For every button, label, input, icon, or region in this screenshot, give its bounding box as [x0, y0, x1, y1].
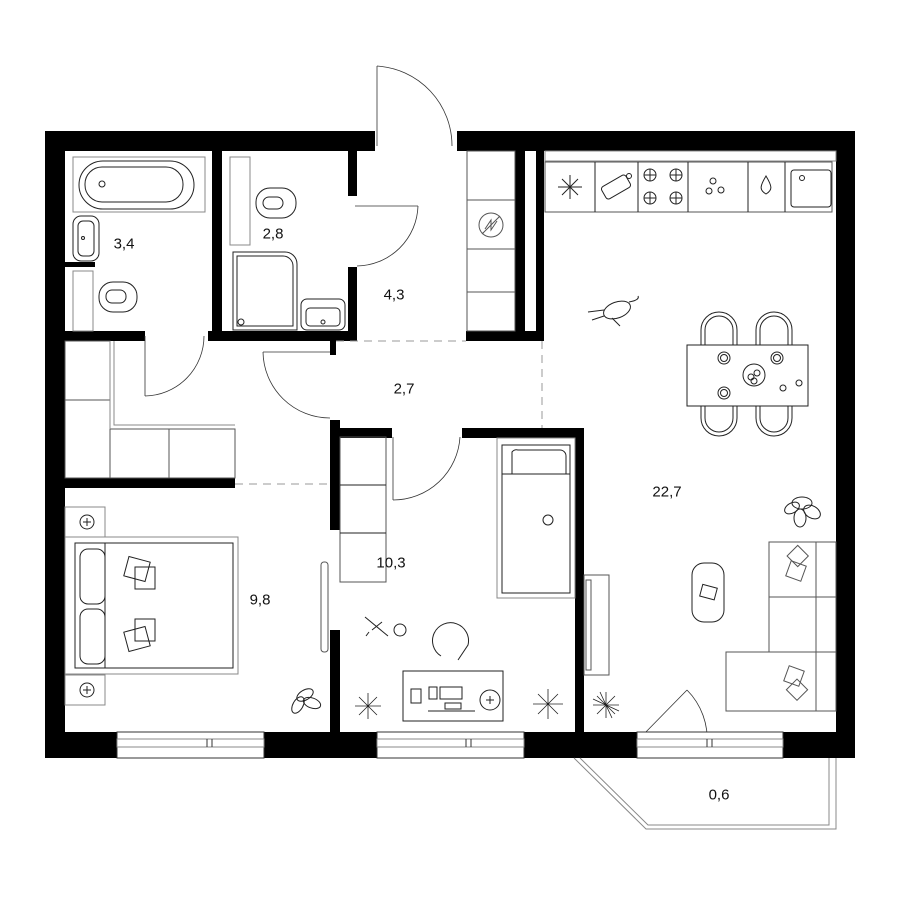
- teddy-bear-icon: [542, 514, 554, 526]
- area-label-kids-room: 10,3: [376, 554, 406, 572]
- plant-icon: [355, 693, 381, 719]
- cat-icon: [587, 295, 639, 327]
- wardrobe: [64, 340, 236, 479]
- toilet-shower-room: [229, 156, 346, 331]
- spices-icon: [705, 177, 725, 195]
- single-bed-icon: [496, 437, 576, 599]
- lamp-icon: [479, 689, 501, 711]
- kitchen-counter: [544, 150, 837, 213]
- cooktop-icon: [643, 168, 683, 205]
- plant-icon: [784, 496, 821, 528]
- bedroom: [64, 506, 329, 714]
- area-label-entrance-hall: 4,3: [383, 286, 405, 304]
- zone-boundaries: [235, 340, 543, 485]
- electric-panel-icon: [478, 212, 504, 238]
- water-drop-icon: [760, 175, 772, 195]
- coffee-table: [691, 562, 725, 623]
- chair-icon: [759, 406, 789, 433]
- dining-table: [686, 311, 809, 437]
- doors: [144, 65, 708, 746]
- desk-icon: [402, 670, 504, 722]
- double-bed-icon: [64, 536, 239, 675]
- area-label-balcony: 0,6: [708, 786, 730, 804]
- chair-icon: [704, 315, 734, 345]
- cutting-board-icon: [600, 173, 632, 200]
- fruit-bowl-icon: [742, 363, 766, 387]
- cushion-icon: [783, 665, 805, 687]
- bathtub-icon: [78, 160, 195, 210]
- plant-icon: [533, 689, 563, 719]
- chair-icon: [704, 406, 734, 433]
- tv-unit: [583, 574, 610, 676]
- area-label-bathroom: 3,4: [113, 235, 135, 253]
- kids-room: [339, 436, 576, 722]
- lamp-icon: [79, 514, 95, 530]
- area-label-corridor: 2,7: [393, 380, 415, 398]
- magazine-icon: [699, 583, 718, 601]
- bathroom: [72, 156, 206, 332]
- toilet-icon: [98, 281, 138, 313]
- chair-icon: [759, 315, 789, 345]
- freezer-icon: [558, 175, 582, 199]
- area-label-kitchen-living: 22,7: [652, 483, 682, 501]
- area-label-bedroom: 9,8: [249, 591, 271, 609]
- shower-icon: [232, 251, 298, 331]
- area-label-toilet-shower: 2,8: [262, 225, 284, 243]
- toy-plane-icon: [364, 616, 389, 637]
- hall-wardrobe: [466, 150, 516, 332]
- toilet-icon: [255, 187, 297, 219]
- washbasin-icon: [300, 298, 346, 331]
- sink-icon: [790, 169, 832, 208]
- plant-icon: [592, 691, 620, 719]
- ball-icon: [393, 623, 407, 637]
- windows: [116, 731, 784, 759]
- balcony: [573, 757, 837, 830]
- desk-chair-icon: [432, 622, 469, 661]
- washbasin-icon: [72, 215, 100, 262]
- walls: [45, 131, 855, 758]
- plant-icon: [291, 688, 322, 714]
- lamp-icon: [79, 682, 95, 698]
- corner-sofa: [725, 541, 837, 712]
